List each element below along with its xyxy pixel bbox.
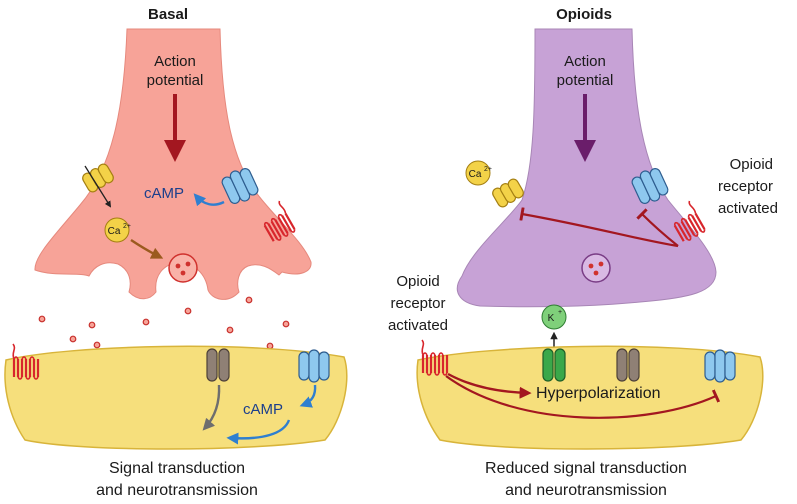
opioids-ion-channel-postsynaptic: [616, 348, 640, 382]
opioids-postsynaptic-membrane: [416, 345, 764, 450]
basal-postsynaptic-membrane: [4, 345, 348, 450]
opioids-receptor-label-post-2: receptor: [390, 295, 445, 312]
opioids-action-label-1: Action: [564, 53, 606, 70]
basal-camp-arrow-pre: [193, 193, 225, 207]
opioids-presynaptic-terminal: [457, 28, 717, 308]
opioids-opioid-receptor-postsynaptic: [421, 339, 449, 376]
basal-camp-arrow-post-2: [226, 419, 291, 445]
opioids-receptor-label-pre-1: Opioid: [730, 156, 773, 173]
basal-camp-postsynaptic: cAMP: [243, 401, 283, 418]
opioids-title: Opioids: [556, 6, 612, 23]
basal-calcium-influx-arrow: [84, 165, 112, 208]
opioids-inhibit-calcium-line: [519, 207, 679, 248]
basal-camp-arrow-post-1: [299, 384, 317, 408]
basal-calcium-ion-charge: 2+: [123, 223, 131, 230]
basal-adenylyl-cyclase-postsynaptic: [298, 349, 330, 383]
opioids-opioid-receptor-presynaptic: [673, 200, 706, 242]
basal-action-label-1: Action: [154, 53, 196, 70]
opioids-receptor-label-pre-2: receptor: [718, 178, 773, 195]
basal-title: Basal: [148, 6, 188, 23]
opioids-adenylyl-cyclase: [631, 168, 669, 204]
basal-opioid-receptor-postsynaptic: [12, 343, 40, 380]
opioids-calcium-ion: Ca 2+: [465, 160, 492, 186]
opioids-adenylyl-cyclase-postsynaptic: [704, 349, 736, 383]
basal-calcium-channel: [82, 163, 114, 193]
opioids-calcium-channel: [492, 178, 524, 208]
basal-calcium-ion-label: Ca: [108, 226, 121, 237]
opioids-potassium-ion-charge: +: [558, 309, 562, 316]
opioids-caption-1: Reduced signal transduction: [485, 460, 687, 477]
basal-channel-arrow: [202, 384, 221, 431]
opioids-calcium-ion-charge: 2+: [484, 166, 492, 173]
basal-ion-channel-postsynaptic: [206, 348, 230, 382]
opioids-potassium-channel: [542, 348, 566, 382]
opioids-action-arrow: [574, 94, 596, 162]
opioids-inhibit-cyclase-line: [636, 208, 679, 247]
basal-action-label-2: potential: [147, 72, 204, 89]
basal-opioid-receptor-presynaptic: [263, 200, 296, 242]
opioids-action-label-2: potential: [557, 72, 614, 89]
basal-vesicle: [168, 253, 198, 283]
basal-neurotransmitter-dots: [38, 296, 290, 360]
basal-caption-2: and neurotransmission: [96, 482, 258, 499]
opioids-potassium-ion-label: K: [548, 313, 555, 324]
basal-camp-presynaptic: cAMP: [144, 185, 184, 202]
opioids-hyperpolarization-label: Hyperpolarization: [536, 385, 661, 402]
opioids-inhibit-cyclase-post-line: [445, 375, 721, 419]
basal-adenylyl-cyclase: [221, 168, 259, 204]
opioids-caption-2: and neurotransmission: [505, 482, 667, 499]
basal-caption-1: Signal transduction: [109, 460, 245, 477]
opioids-vesicle: [581, 253, 611, 283]
opioids-receptor-label-post-1: Opioid: [396, 273, 439, 290]
basal-calcium-to-vesicle-arrow: [130, 239, 164, 259]
opioids-hyperpolarization-arrow: [447, 372, 532, 399]
basal-action-arrow: [164, 94, 186, 162]
basal-calcium-ion: Ca 2+: [104, 217, 131, 243]
opioids-receptor-label-post-3: activated: [388, 317, 448, 334]
opioids-receptor-label-pre-3: activated: [718, 200, 778, 217]
opioids-potassium-ion: K +: [541, 304, 567, 330]
opioids-calcium-ion-label: Ca: [469, 169, 482, 180]
